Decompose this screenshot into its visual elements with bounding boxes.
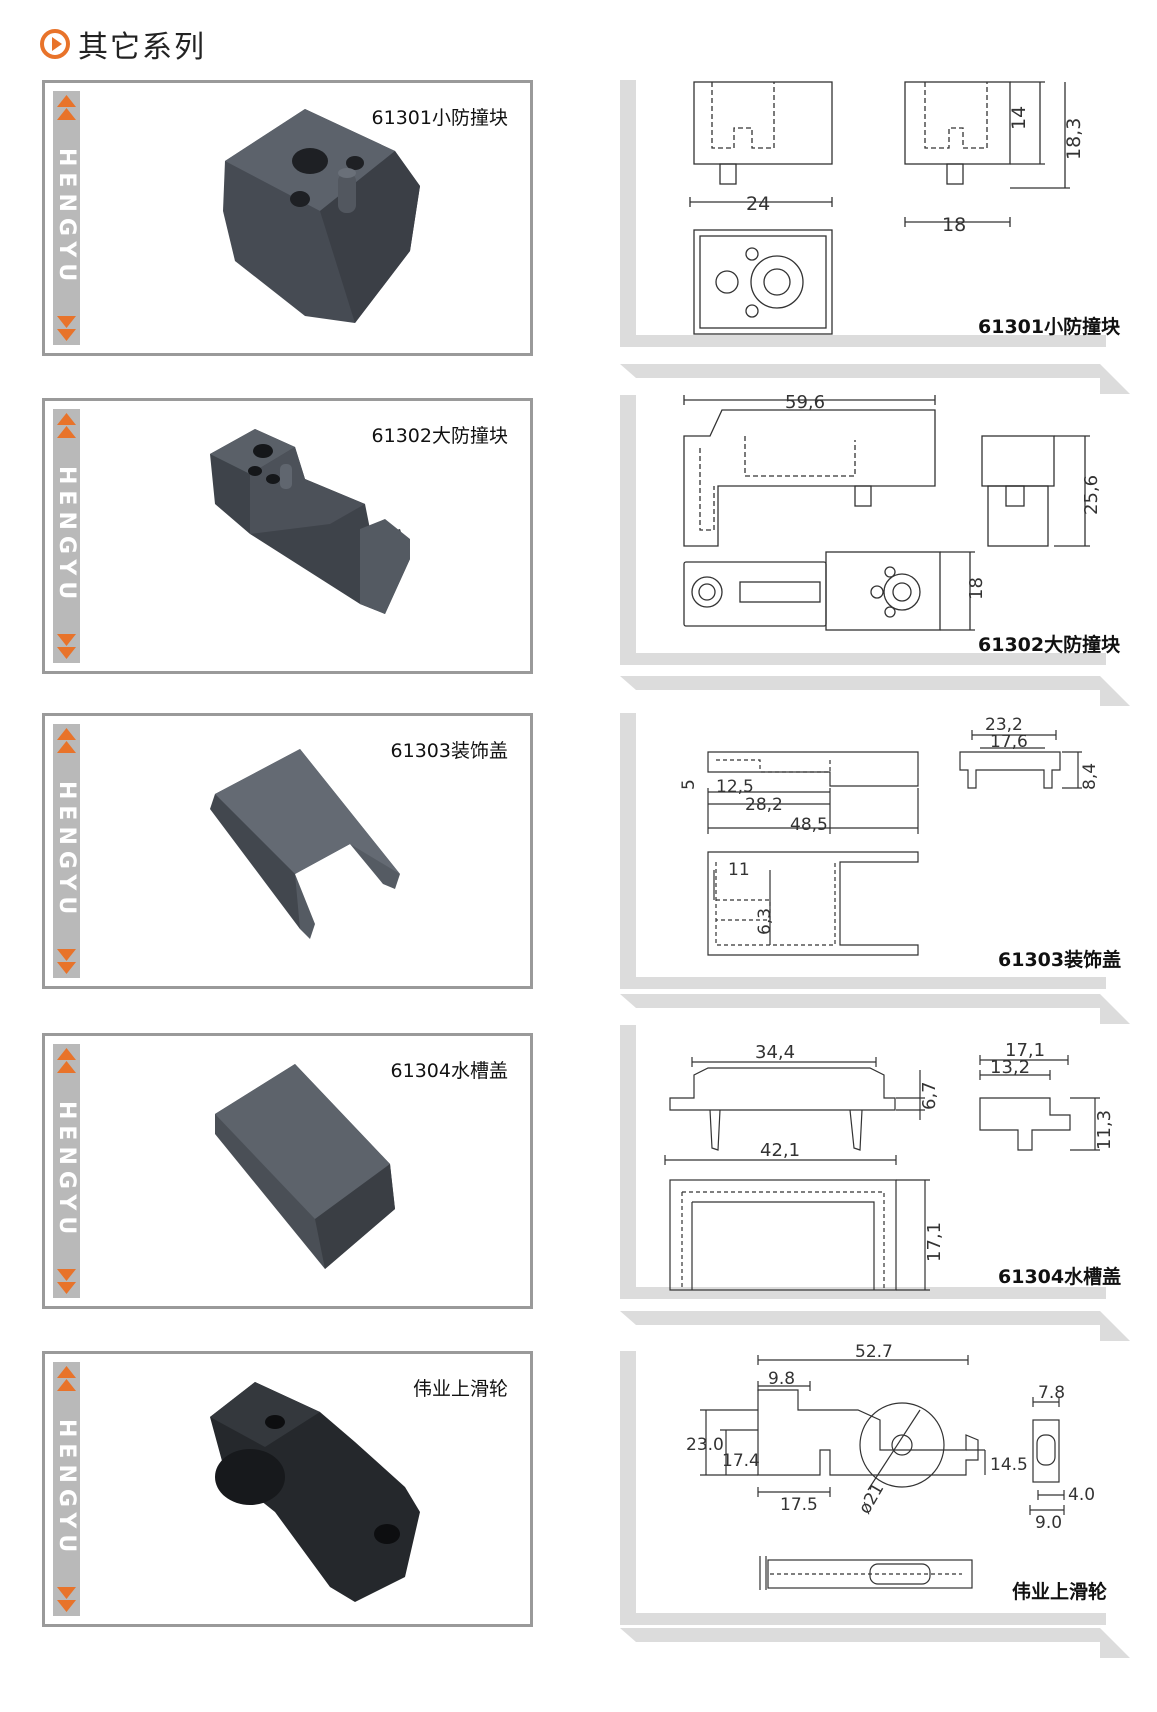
drawing-61302 bbox=[683, 395, 1090, 631]
dims-61303: 5 12,5 28,2 48,5 11 6,3 23,2 17,6 8,4 bbox=[679, 715, 1100, 935]
dim-text: 24 bbox=[746, 193, 770, 215]
brand-strip: HENGYU bbox=[53, 724, 80, 978]
product-card: HENGYU 伟业上滑轮 bbox=[42, 1351, 533, 1627]
page-header: 其它系列 bbox=[40, 22, 206, 66]
drawing-label: 61301小防撞块 bbox=[978, 316, 1121, 338]
dim-text: 13,2 bbox=[990, 1057, 1030, 1078]
up-arrow-icon bbox=[57, 728, 76, 753]
dim-text: 52.7 bbox=[855, 1342, 893, 1362]
dims-61304: 34,4 6,7 42,1 17,1 17,1 13,2 11,3 bbox=[755, 1040, 1115, 1262]
dim-text: 18 bbox=[942, 214, 966, 236]
product-card: HENGYU 61303装饰盖 bbox=[42, 713, 533, 989]
up-arrow-icon bbox=[57, 1366, 76, 1391]
product-card: HENGYU 61304水槽盖 bbox=[42, 1033, 533, 1309]
brand-text: HENGYU bbox=[54, 148, 79, 288]
dim-text: 17,1 bbox=[924, 1222, 945, 1262]
drawing-pulley bbox=[700, 1355, 1065, 1590]
down-arrow-icon bbox=[57, 634, 76, 659]
product-card: HENGYU 61302大防撞块 bbox=[42, 398, 533, 674]
product-photo bbox=[215, 1064, 395, 1269]
dim-text: 5 bbox=[679, 779, 699, 790]
dims-pulley: 52.7 9.8 23.0 17.4 17.5 ø21 14.5 7.8 4.0… bbox=[686, 1342, 1095, 1533]
dim-text: 25,6 bbox=[1081, 475, 1102, 515]
dim-text: 18,3 bbox=[1063, 118, 1085, 160]
down-arrow-icon bbox=[57, 1587, 76, 1612]
drawing-label: 61302大防撞块 bbox=[978, 634, 1121, 656]
product-label: 61303装饰盖 bbox=[390, 740, 508, 762]
dim-text: 17,6 bbox=[990, 732, 1028, 752]
brand-text: HENGYU bbox=[54, 466, 79, 606]
dim-text: 14.5 bbox=[990, 1455, 1028, 1475]
section-frames bbox=[620, 80, 1130, 1658]
brand-text: HENGYU bbox=[54, 1101, 79, 1241]
down-arrow-icon bbox=[57, 316, 76, 341]
play-circle-icon bbox=[40, 29, 70, 59]
dim-text: 11 bbox=[728, 860, 750, 880]
dim-text: 14 bbox=[1008, 106, 1030, 130]
product-card: HENGYU 61301小防撞块 bbox=[42, 80, 533, 356]
dim-text: 28,2 bbox=[745, 795, 783, 815]
page-title: 其它系列 bbox=[78, 30, 206, 65]
dim-text: ø21 bbox=[855, 1480, 888, 1518]
down-arrow-icon bbox=[57, 1269, 76, 1294]
dims-61302: 59,6 25,6 18 bbox=[785, 392, 1102, 600]
dim-text: 12,5 bbox=[716, 777, 754, 797]
dim-text: 17.5 bbox=[780, 1495, 818, 1515]
drawing-label: 61303装饰盖 bbox=[998, 949, 1122, 971]
dim-text: 11,3 bbox=[1094, 1110, 1115, 1150]
brand-text: HENGYU bbox=[54, 1419, 79, 1559]
product-photo bbox=[223, 109, 420, 323]
dim-text: 6,7 bbox=[919, 1081, 940, 1110]
dim-text: 17.4 bbox=[722, 1451, 760, 1471]
up-arrow-icon bbox=[57, 413, 76, 438]
up-arrow-icon bbox=[57, 95, 76, 120]
product-photo bbox=[210, 429, 410, 614]
up-arrow-icon bbox=[57, 1048, 76, 1073]
product-photo bbox=[210, 1382, 420, 1602]
drawing-61303 bbox=[707, 730, 1082, 956]
brand-strip: HENGYU bbox=[53, 1362, 80, 1616]
product-label: 61302大防撞块 bbox=[371, 425, 508, 447]
product-photo bbox=[210, 749, 400, 939]
brand-strip: HENGYU bbox=[53, 91, 80, 345]
drawing-61301 bbox=[689, 81, 1070, 335]
dim-text: 9.0 bbox=[1035, 1513, 1062, 1533]
down-arrow-icon bbox=[57, 949, 76, 974]
dims-61301: 24 18 14 18,3 bbox=[746, 106, 1085, 236]
dim-text: 8,4 bbox=[1080, 763, 1100, 790]
product-label: 61301小防撞块 bbox=[371, 107, 508, 129]
dim-text: 59,6 bbox=[785, 392, 825, 413]
dim-text: 6,3 bbox=[755, 908, 775, 935]
dim-text: 23,2 bbox=[985, 715, 1023, 735]
dim-text: 34,4 bbox=[755, 1042, 795, 1063]
dim-text: 42,1 bbox=[760, 1140, 800, 1161]
dim-text: 18 bbox=[966, 577, 987, 600]
drawing-label: 61304水槽盖 bbox=[998, 1266, 1122, 1288]
product-label: 伟业上滑轮 bbox=[412, 1378, 508, 1400]
dim-text: 4.0 bbox=[1068, 1485, 1095, 1505]
brand-strip: HENGYU bbox=[53, 409, 80, 663]
brand-text: HENGYU bbox=[54, 781, 79, 921]
drawing-61304 bbox=[664, 1055, 1100, 1291]
dim-text: 48,5 bbox=[790, 815, 828, 835]
product-label: 61304水槽盖 bbox=[390, 1060, 508, 1082]
dim-text: 9.8 bbox=[768, 1369, 795, 1389]
dim-text: 17,1 bbox=[1005, 1040, 1045, 1061]
drawing-label: 伟业上滑轮 bbox=[1012, 1581, 1108, 1603]
dim-text: 7.8 bbox=[1038, 1383, 1065, 1403]
dim-text: 23.0 bbox=[686, 1435, 724, 1455]
brand-strip: HENGYU bbox=[53, 1044, 80, 1298]
